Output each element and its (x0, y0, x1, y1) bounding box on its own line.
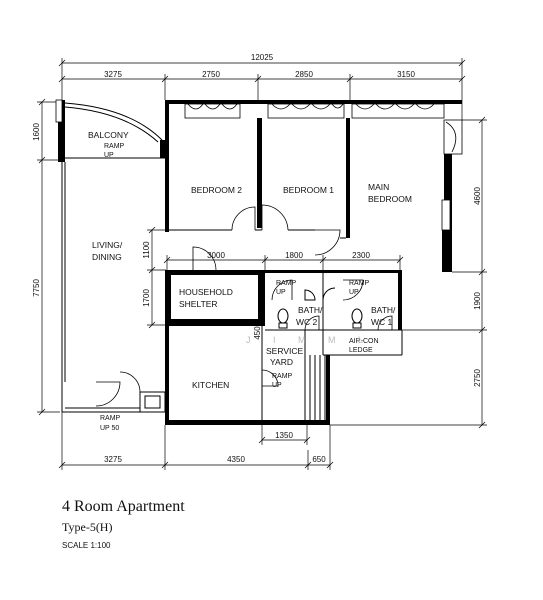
entrance-ramp-label: RAMP (100, 415, 121, 422)
doors (95, 204, 393, 407)
balcony-ramp-label: UP (104, 152, 114, 159)
walls (58, 100, 462, 425)
watermark: J I M M L (246, 335, 373, 345)
dim-bottom-segment: 650 (312, 455, 326, 464)
dim-bottom-segment: 3275 (104, 455, 122, 464)
dim-side-450: 450 (253, 326, 262, 340)
balcony-label: BALCONY (88, 130, 129, 140)
aircon-ledge-label: LEDGE (349, 347, 373, 354)
dim-right-1900: 1900 (473, 292, 482, 310)
dim-top-segment: 3150 (397, 70, 415, 79)
dim-top-segment: 2750 (202, 70, 220, 79)
main-bedroom-label: BEDROOM (368, 194, 412, 204)
bath-wc-2-label: WC 2 (296, 317, 318, 327)
bath-wc-2-label: BATH/ (298, 305, 323, 315)
entrance-ramp-label: UP 50 (100, 425, 119, 432)
household-shelter-label: HOUSEHOLD (179, 287, 233, 297)
aircon-ledge-label: AIR-CON (349, 338, 379, 345)
main-bedroom-label: MAIN (368, 182, 389, 192)
bedroom-1-label: BEDROOM 1 (283, 185, 334, 195)
household-shelter-label: SHELTER (179, 299, 218, 309)
room-labels: BALCONY RAMP UP BEDROOM 2 BEDROOM 1 MAIN… (88, 130, 412, 432)
dimension-labels: 12025 3275 2750 2850 3150 1600 7750 1100… (32, 53, 482, 464)
living-dining-label: DINING (92, 252, 122, 262)
kitchen-label: KITCHEN (192, 380, 229, 390)
bath-wc-1-label: BATH/ (371, 305, 396, 315)
dim-top-segment: 2850 (295, 70, 313, 79)
living-dining-label: LIVING/ (92, 240, 123, 250)
dim-interior: 3000 (207, 251, 225, 260)
bath-wc-1-label: WC 1 (371, 317, 393, 327)
bedroom-2-label: BEDROOM 2 (191, 185, 242, 195)
dim-left-1700: 1700 (142, 289, 151, 307)
dim-bottom-1350: 1350 (275, 431, 293, 440)
dim-bottom-segment: 4350 (227, 455, 245, 464)
service-yard-label: YARD (270, 357, 293, 367)
ramp-up-label: UP (349, 289, 359, 296)
windows (55, 99, 463, 231)
dimension-lines (37, 58, 487, 470)
plan-caption: 4 Room Apartment Type-5(H) SCALE 1:100 (62, 498, 185, 550)
service-ramp-label: RAMP (272, 373, 293, 380)
dim-left-1100: 1100 (142, 241, 151, 259)
apartment-title: 4 Room Apartment (62, 498, 185, 515)
balcony-ramp-label: RAMP (104, 143, 125, 150)
service-ramp-label: UP (272, 382, 282, 389)
dim-top-segment: 3275 (104, 70, 122, 79)
dim-right-4600: 4600 (473, 187, 482, 205)
plan-scale: SCALE 1:100 (62, 541, 111, 550)
dim-overall-top: 12025 (251, 53, 274, 62)
bathroom-fixtures (277, 287, 363, 329)
apartment-type: Type-5(H) (62, 520, 113, 534)
service-yard-label: SERVICE (266, 346, 303, 356)
dim-interior: 1800 (285, 251, 303, 260)
dim-left-living: 7750 (32, 279, 41, 297)
dim-right-2750: 2750 (473, 369, 482, 387)
dim-interior: 2300 (352, 251, 370, 260)
ramp-up-label: RAMP (276, 280, 297, 287)
ramp-up-label: RAMP (349, 280, 370, 287)
dim-left-balcony: 1600 (32, 123, 41, 141)
ramp-up-label: UP (276, 289, 286, 296)
